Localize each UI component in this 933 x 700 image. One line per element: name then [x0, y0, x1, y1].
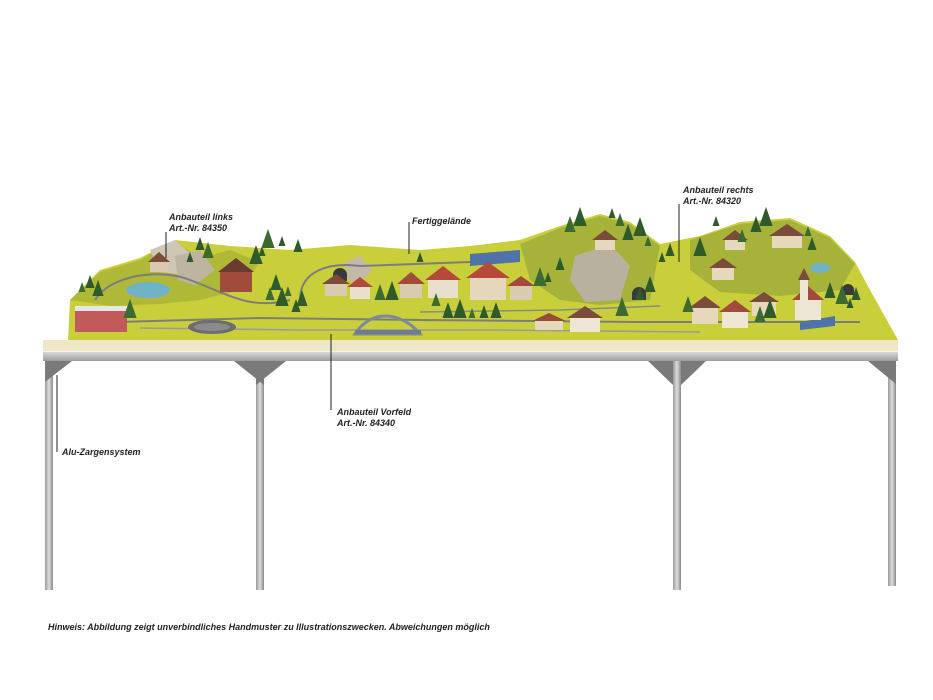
tree-icon: [658, 252, 666, 262]
label-center-name: Fertiggelände: [412, 216, 472, 226]
tree-icon: [270, 274, 282, 290]
trees: [78, 207, 861, 322]
frame-brace: [648, 361, 673, 385]
tree-icon: [644, 276, 656, 292]
frame-brace: [681, 361, 706, 385]
tree-icon: [453, 299, 467, 318]
tree-icon: [275, 287, 289, 306]
tree-icon: [78, 282, 86, 292]
label-left-module: Anbauteil links Art.-Nr. 84350: [169, 212, 233, 234]
frame-brace: [234, 361, 264, 385]
tree-icon: [195, 237, 205, 250]
tree-icon: [278, 236, 286, 246]
frame-leg: [256, 350, 264, 590]
tree-icon: [442, 302, 454, 318]
tree-icon: [291, 299, 301, 312]
tree-icon: [759, 207, 773, 226]
frame-rail: [43, 350, 898, 361]
tree-icon: [682, 296, 694, 312]
board-edge: [43, 340, 898, 351]
tree-icon: [615, 213, 625, 226]
tree-icon: [261, 229, 275, 248]
label-right-module-article: Art.-Nr. 84320: [683, 196, 742, 206]
tree-icon: [293, 239, 303, 252]
tree-icon: [265, 287, 275, 300]
tree-icon: [490, 302, 502, 318]
tree-icon: [479, 305, 489, 318]
tree-icon: [85, 275, 95, 288]
label-front-module-name: Anbauteil Vorfeld: [337, 407, 412, 417]
lake: [126, 282, 170, 298]
label-right-module: Anbauteil rechts Art.-Nr. 84320: [683, 185, 754, 207]
frame-brace: [45, 361, 72, 382]
tree-icon: [573, 207, 587, 226]
tree-icon: [374, 284, 386, 300]
tree-icon: [693, 237, 707, 256]
alu-frame: [43, 350, 898, 590]
tree-icon: [533, 267, 547, 286]
tree-icon: [824, 282, 836, 298]
tree-icon: [737, 229, 747, 242]
tree-icon: [555, 257, 565, 270]
tree-icon: [615, 297, 629, 316]
tree-icon: [284, 286, 292, 296]
tree-icon: [249, 245, 263, 264]
leader-lines: [56, 204, 680, 452]
tree-icon: [807, 237, 817, 250]
frame-leg: [888, 350, 896, 586]
tree-icon: [754, 306, 766, 322]
tree-icon: [763, 299, 777, 318]
tree-icon: [804, 226, 812, 236]
label-left-module-name: Anbauteil links: [169, 212, 234, 222]
tree-icon: [750, 216, 762, 232]
tree-icon: [608, 208, 616, 218]
tree-icon: [544, 272, 552, 282]
tree-icon: [385, 281, 399, 300]
label-front-module-article: Art.-Nr. 84340: [337, 418, 396, 428]
tree-icon: [665, 243, 675, 256]
tree-icon: [851, 287, 861, 300]
tree-icon: [846, 298, 854, 308]
tree-icon: [186, 252, 194, 262]
tree-icon: [468, 308, 476, 318]
tree-icon: [635, 287, 645, 300]
tree-icon: [258, 246, 266, 256]
footer-note: Hinweis: Abbildung zeigt unverbindliches…: [48, 622, 490, 632]
tree-icon: [123, 299, 137, 318]
label-frame-name: Alu-Zargensystem: [62, 447, 141, 457]
tree-icon: [622, 224, 634, 240]
tree-icon: [416, 252, 424, 262]
frame-leg: [45, 350, 53, 590]
frame-brace: [868, 361, 896, 384]
tree-icon: [712, 216, 720, 226]
tree-icon: [633, 217, 647, 236]
tree-icon: [296, 290, 308, 306]
tree-icon: [92, 280, 104, 296]
frame-leg: [673, 350, 681, 590]
label-right-module-name: Anbauteil rechts: [683, 185, 754, 195]
tree-icon: [202, 242, 214, 258]
label-frame: Alu-Zargensystem: [62, 447, 141, 458]
tree-icon: [431, 293, 441, 306]
tree-icon: [564, 216, 576, 232]
label-left-module-article: Art.-Nr. 84350: [169, 223, 228, 233]
label-center: Fertiggelände: [412, 216, 471, 227]
tree-icon: [644, 236, 652, 246]
label-front-module: Anbauteil Vorfeld Art.-Nr. 84340: [337, 407, 411, 429]
tree-icon: [835, 285, 849, 304]
